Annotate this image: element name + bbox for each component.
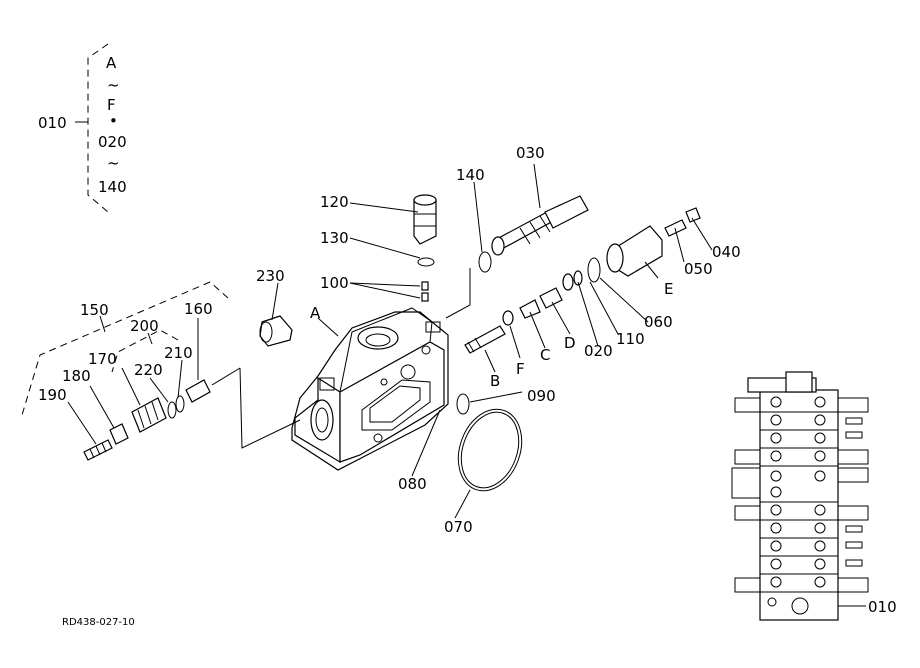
label-100: 100 [320, 274, 349, 292]
legend-line-3: F [107, 96, 116, 114]
relief-valve-bracket [21, 281, 229, 416]
legend-line-7: 140 [98, 178, 127, 196]
label-e: E [664, 280, 673, 298]
legend-line-6: ~ [107, 154, 120, 172]
label-220: 220 [134, 361, 163, 379]
legend-line-5: 020 [98, 133, 127, 151]
callout-labels: 120 130 100 230 A 140 030 040 050 E 060 … [38, 144, 897, 616]
legend-bracket: 010 A ~ F • 020 ~ 140 [38, 43, 127, 213]
label-210: 210 [164, 344, 193, 362]
label-130: 130 [320, 229, 349, 247]
o-rings [456, 251, 523, 492]
plug-120 [413, 194, 437, 302]
label-f: F [516, 360, 525, 378]
label-090: 090 [527, 387, 556, 405]
label-020: 020 [584, 342, 613, 360]
spool-030 [491, 195, 589, 256]
label-080: 080 [398, 475, 427, 493]
label-060: 060 [644, 313, 673, 331]
label-a: A [310, 304, 321, 322]
legend-line-1: A [106, 54, 117, 72]
label-200: 200 [130, 317, 159, 335]
relief-valve-parts [83, 379, 211, 461]
legend-line-4: • [109, 112, 118, 130]
drawing-code: RD438-027-10 [62, 617, 135, 628]
label-070: 070 [444, 518, 473, 536]
valve-body-a [291, 307, 449, 471]
label-170: 170 [88, 350, 117, 368]
label-160: 160 [184, 300, 213, 318]
label-040: 040 [712, 243, 741, 261]
label-c: C [540, 346, 550, 364]
assembly-schematic [731, 371, 869, 621]
leader-lines [67, 163, 713, 519]
plug-230 [259, 315, 293, 347]
spool-b-assembly [464, 257, 601, 354]
label-230: 230 [256, 267, 285, 285]
label-d: D [564, 334, 576, 352]
label-190: 190 [38, 386, 67, 404]
label-150: 150 [80, 301, 109, 319]
label-010: 010 [868, 598, 897, 616]
label-120: 120 [320, 193, 349, 211]
label-050: 050 [684, 260, 713, 278]
label-110: 110 [616, 330, 645, 348]
label-180: 180 [62, 367, 91, 385]
label-b: B [490, 372, 500, 390]
legend-line-2: ~ [107, 76, 120, 94]
legend-ref-label: 010 [38, 114, 67, 132]
label-140: 140 [456, 166, 485, 184]
label-030: 030 [516, 144, 545, 162]
